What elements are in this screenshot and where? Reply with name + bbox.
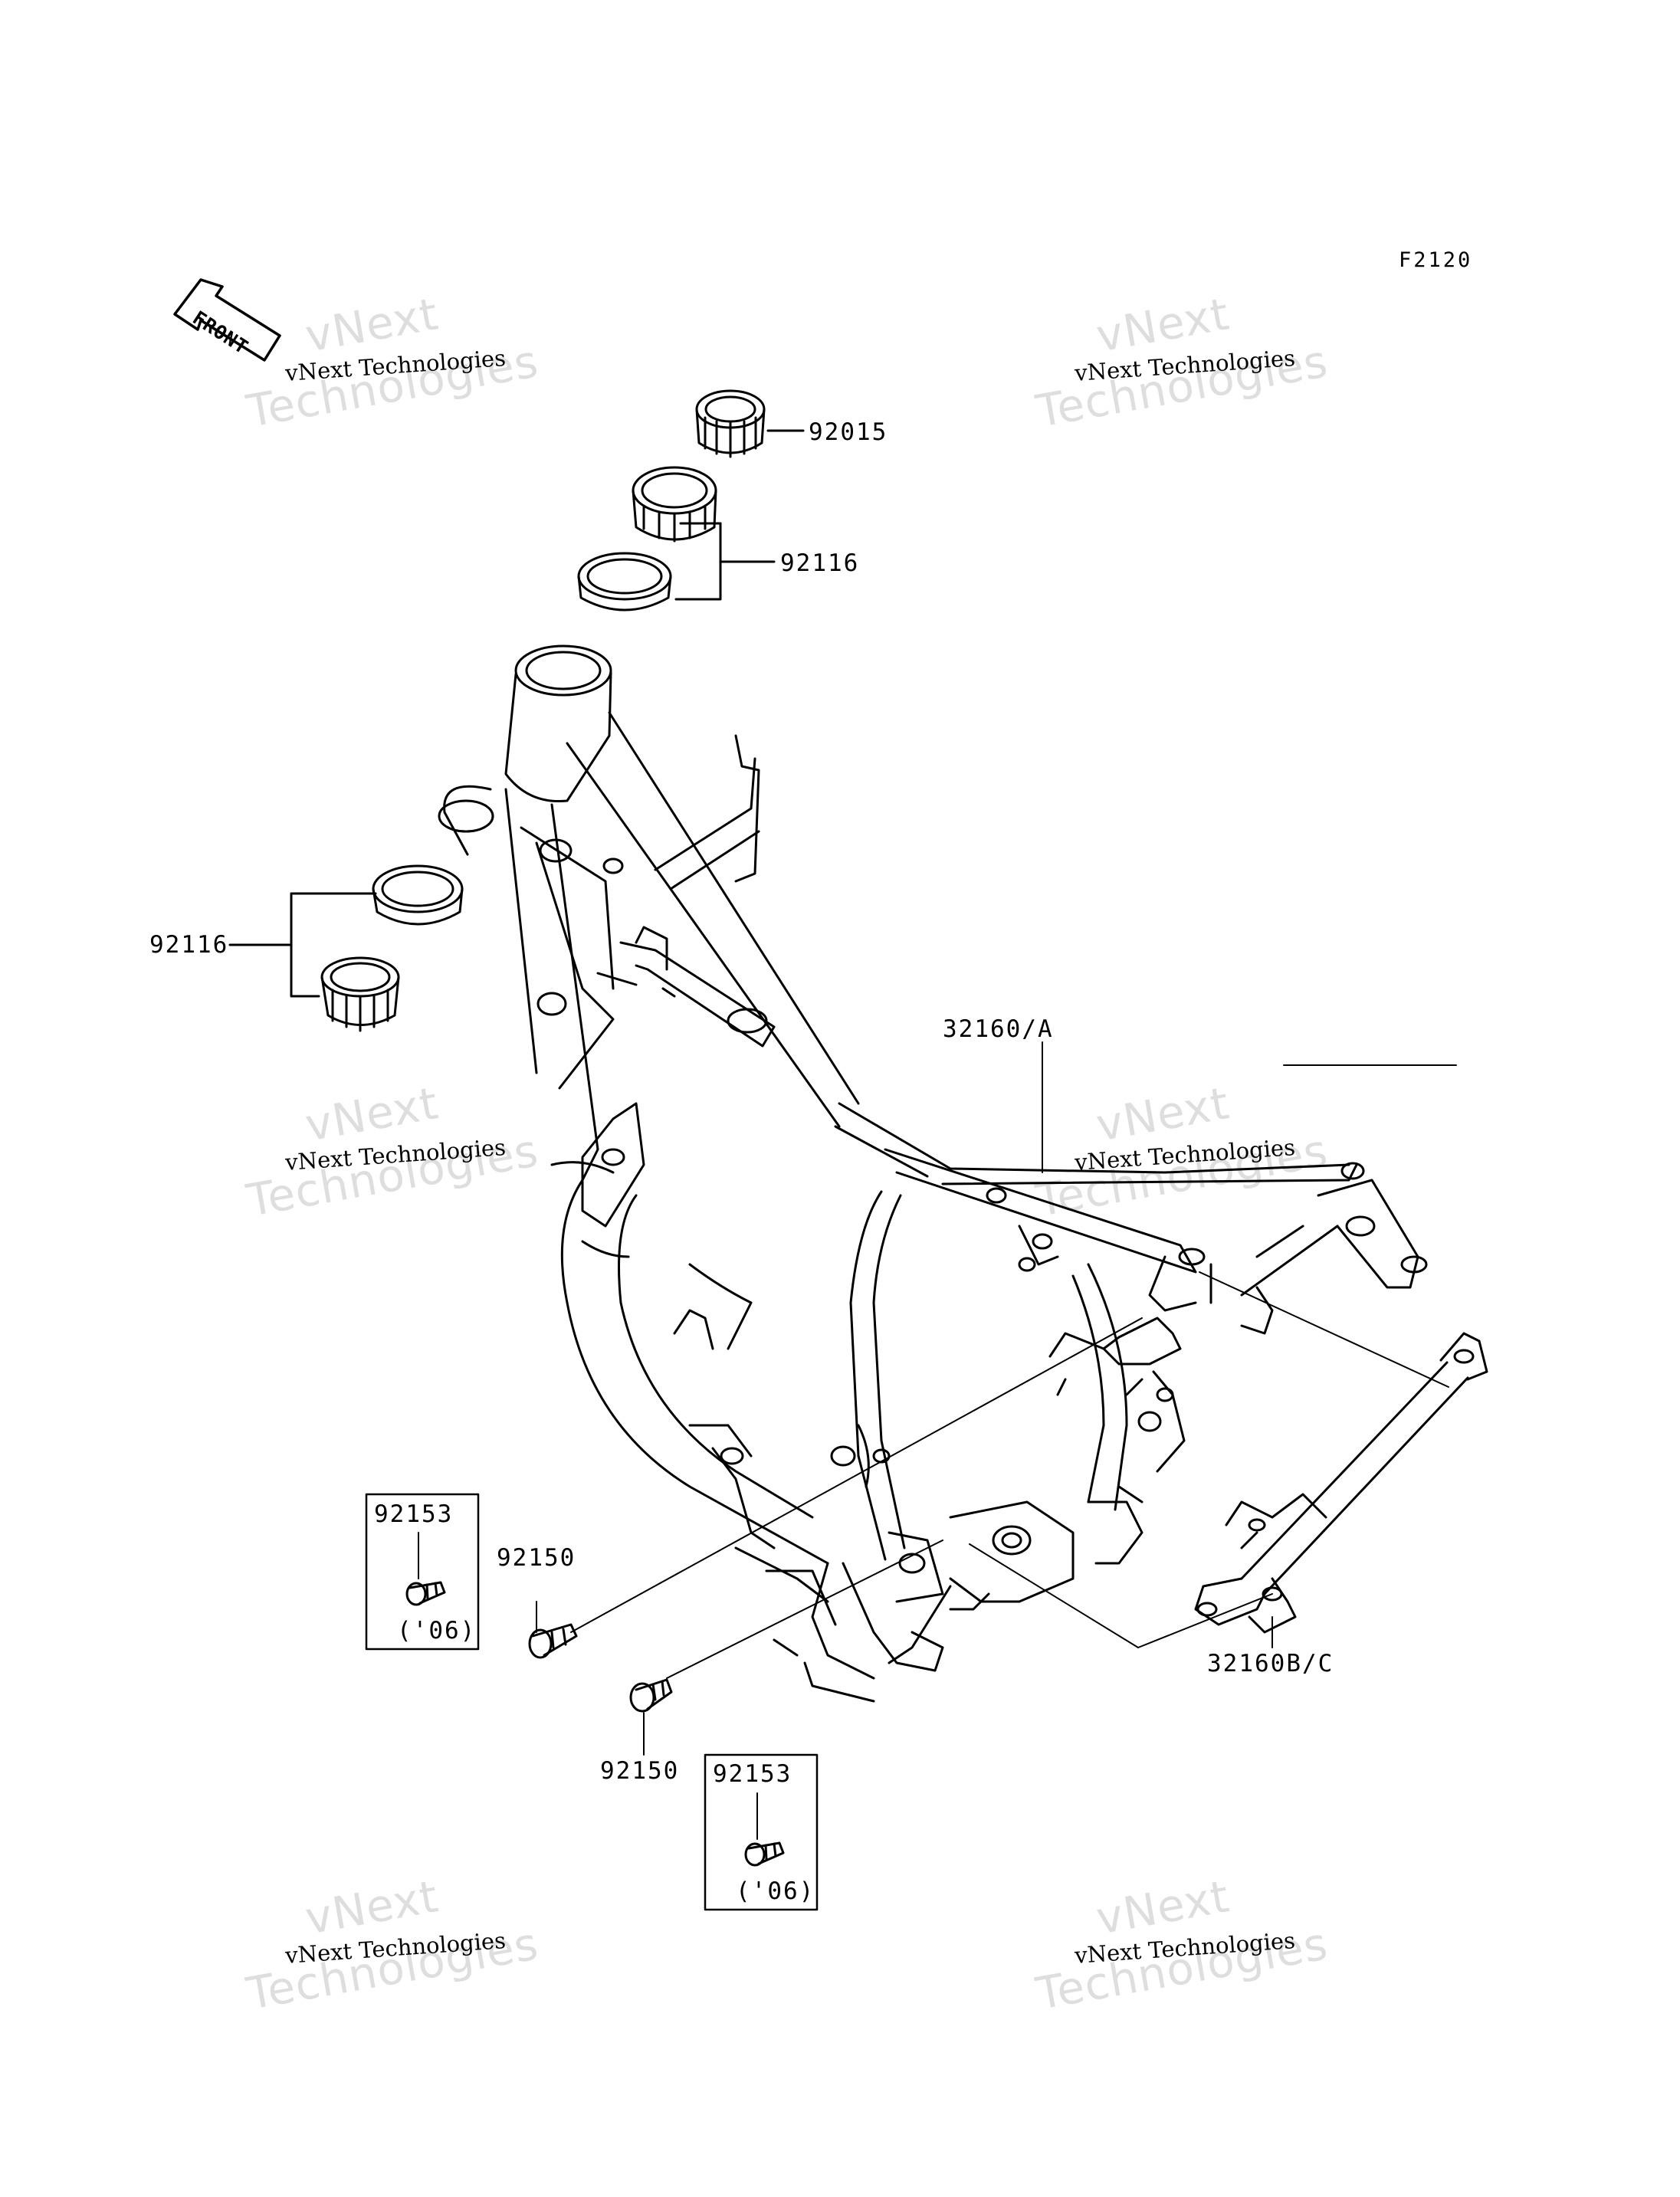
inset-box-92153-left — [365, 1493, 480, 1651]
side-stay-32160bc — [1194, 1332, 1488, 1634]
bearing-cone-lower — [320, 956, 400, 1032]
bolt-92150-bottom — [629, 1678, 673, 1713]
inset-box-92153-bottom — [704, 1753, 819, 1911]
bearing-race-upper-2 — [577, 552, 672, 612]
label-92150-left: 92150 — [497, 1544, 576, 1572]
label-92015: 92015 — [809, 418, 888, 446]
label-92116-left: 92116 — [149, 931, 229, 959]
stem-nut-92015 — [695, 389, 805, 458]
inset-bottom-part: 92153 — [713, 1760, 792, 1788]
frame-main — [438, 644, 1428, 1703]
inset-left-part: 92153 — [374, 1500, 454, 1528]
figure-code: F2120 — [1399, 248, 1473, 272]
front-arrow-icon — [173, 278, 281, 362]
label-32160bc: 32160B/C — [1207, 1650, 1334, 1677]
leader-lines — [536, 1041, 1457, 1756]
label-92116-top: 92116 — [780, 549, 860, 577]
inset-left-note: ('06) — [397, 1617, 477, 1644]
inset-bottom-note: ('06) — [736, 1877, 815, 1905]
bearing-race-lower — [372, 864, 464, 926]
bolt-92150-left — [528, 1623, 578, 1659]
bearing-race-upper — [632, 466, 717, 543]
label-92150-bottom: 92150 — [600, 1757, 680, 1785]
label-32160a: 32160/A — [943, 1015, 1054, 1043]
